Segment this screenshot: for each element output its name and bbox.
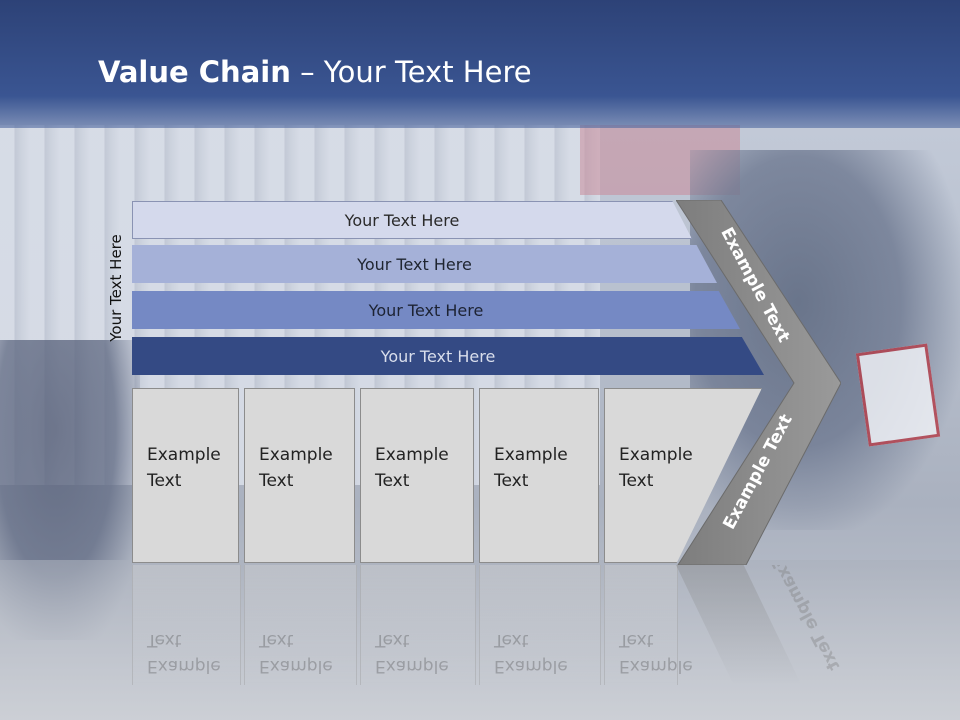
value-bar-3: Your Text Here [132,291,740,329]
value-bar-4-label: Your Text Here [380,346,496,366]
value-bar-1-label: Your Text Here [344,210,460,230]
activity-box-2-label: Example Text [259,445,333,491]
slide-title: Value Chain – Your Text Here [98,55,532,89]
header-band: Value Chain – Your Text Here [0,0,960,128]
activity-box-4: Example Text [479,388,599,563]
value-bar-4: Your Text Here [132,337,764,375]
activity-box-2: Example Text [244,388,355,563]
activity-box-1-label: Example Text [147,445,221,491]
activity-box-5-label: Example Text [619,445,693,491]
reflection-box-5: Example Text [604,565,693,685]
background-card [855,343,941,447]
activity-box-1: Example Text [132,388,239,563]
slide-title-rest: – Your Text Here [290,55,532,89]
background-floor [0,560,960,720]
reflection-box-1-text: Example Text [147,630,221,676]
value-bar-3-label: Your Text Here [368,300,484,320]
chevron-arrow [676,200,841,565]
value-bar-1: Your Text Here [132,201,692,239]
activity-box-3-label: Example Text [375,445,449,491]
activity-box-4-label: Example Text [494,445,568,491]
reflection-box-5-text: Example Text [619,630,693,676]
reflection-box-2: Example Text [244,565,357,685]
reflection-box-3-text: Example Text [375,630,449,676]
diagram-reflection: Example Text Example Text Example Text E… [0,565,960,720]
chevron-shape [676,200,841,565]
reflection-box-3: Example Text [360,565,476,685]
reflection-box-2-text: Example Text [259,630,333,676]
side-label: Your Text Here [107,234,125,342]
value-bar-2-label: Your Text Here [357,254,472,274]
reflection-box-4: Example Text [479,565,601,685]
slide-title-bold: Value Chain [98,55,291,89]
reflection-box-4-text: Example Text [494,630,568,676]
activity-box-3: Example Text [360,388,474,563]
reflection-box-1: Example Text [132,565,241,685]
value-bar-2: Your Text Here [132,245,717,283]
